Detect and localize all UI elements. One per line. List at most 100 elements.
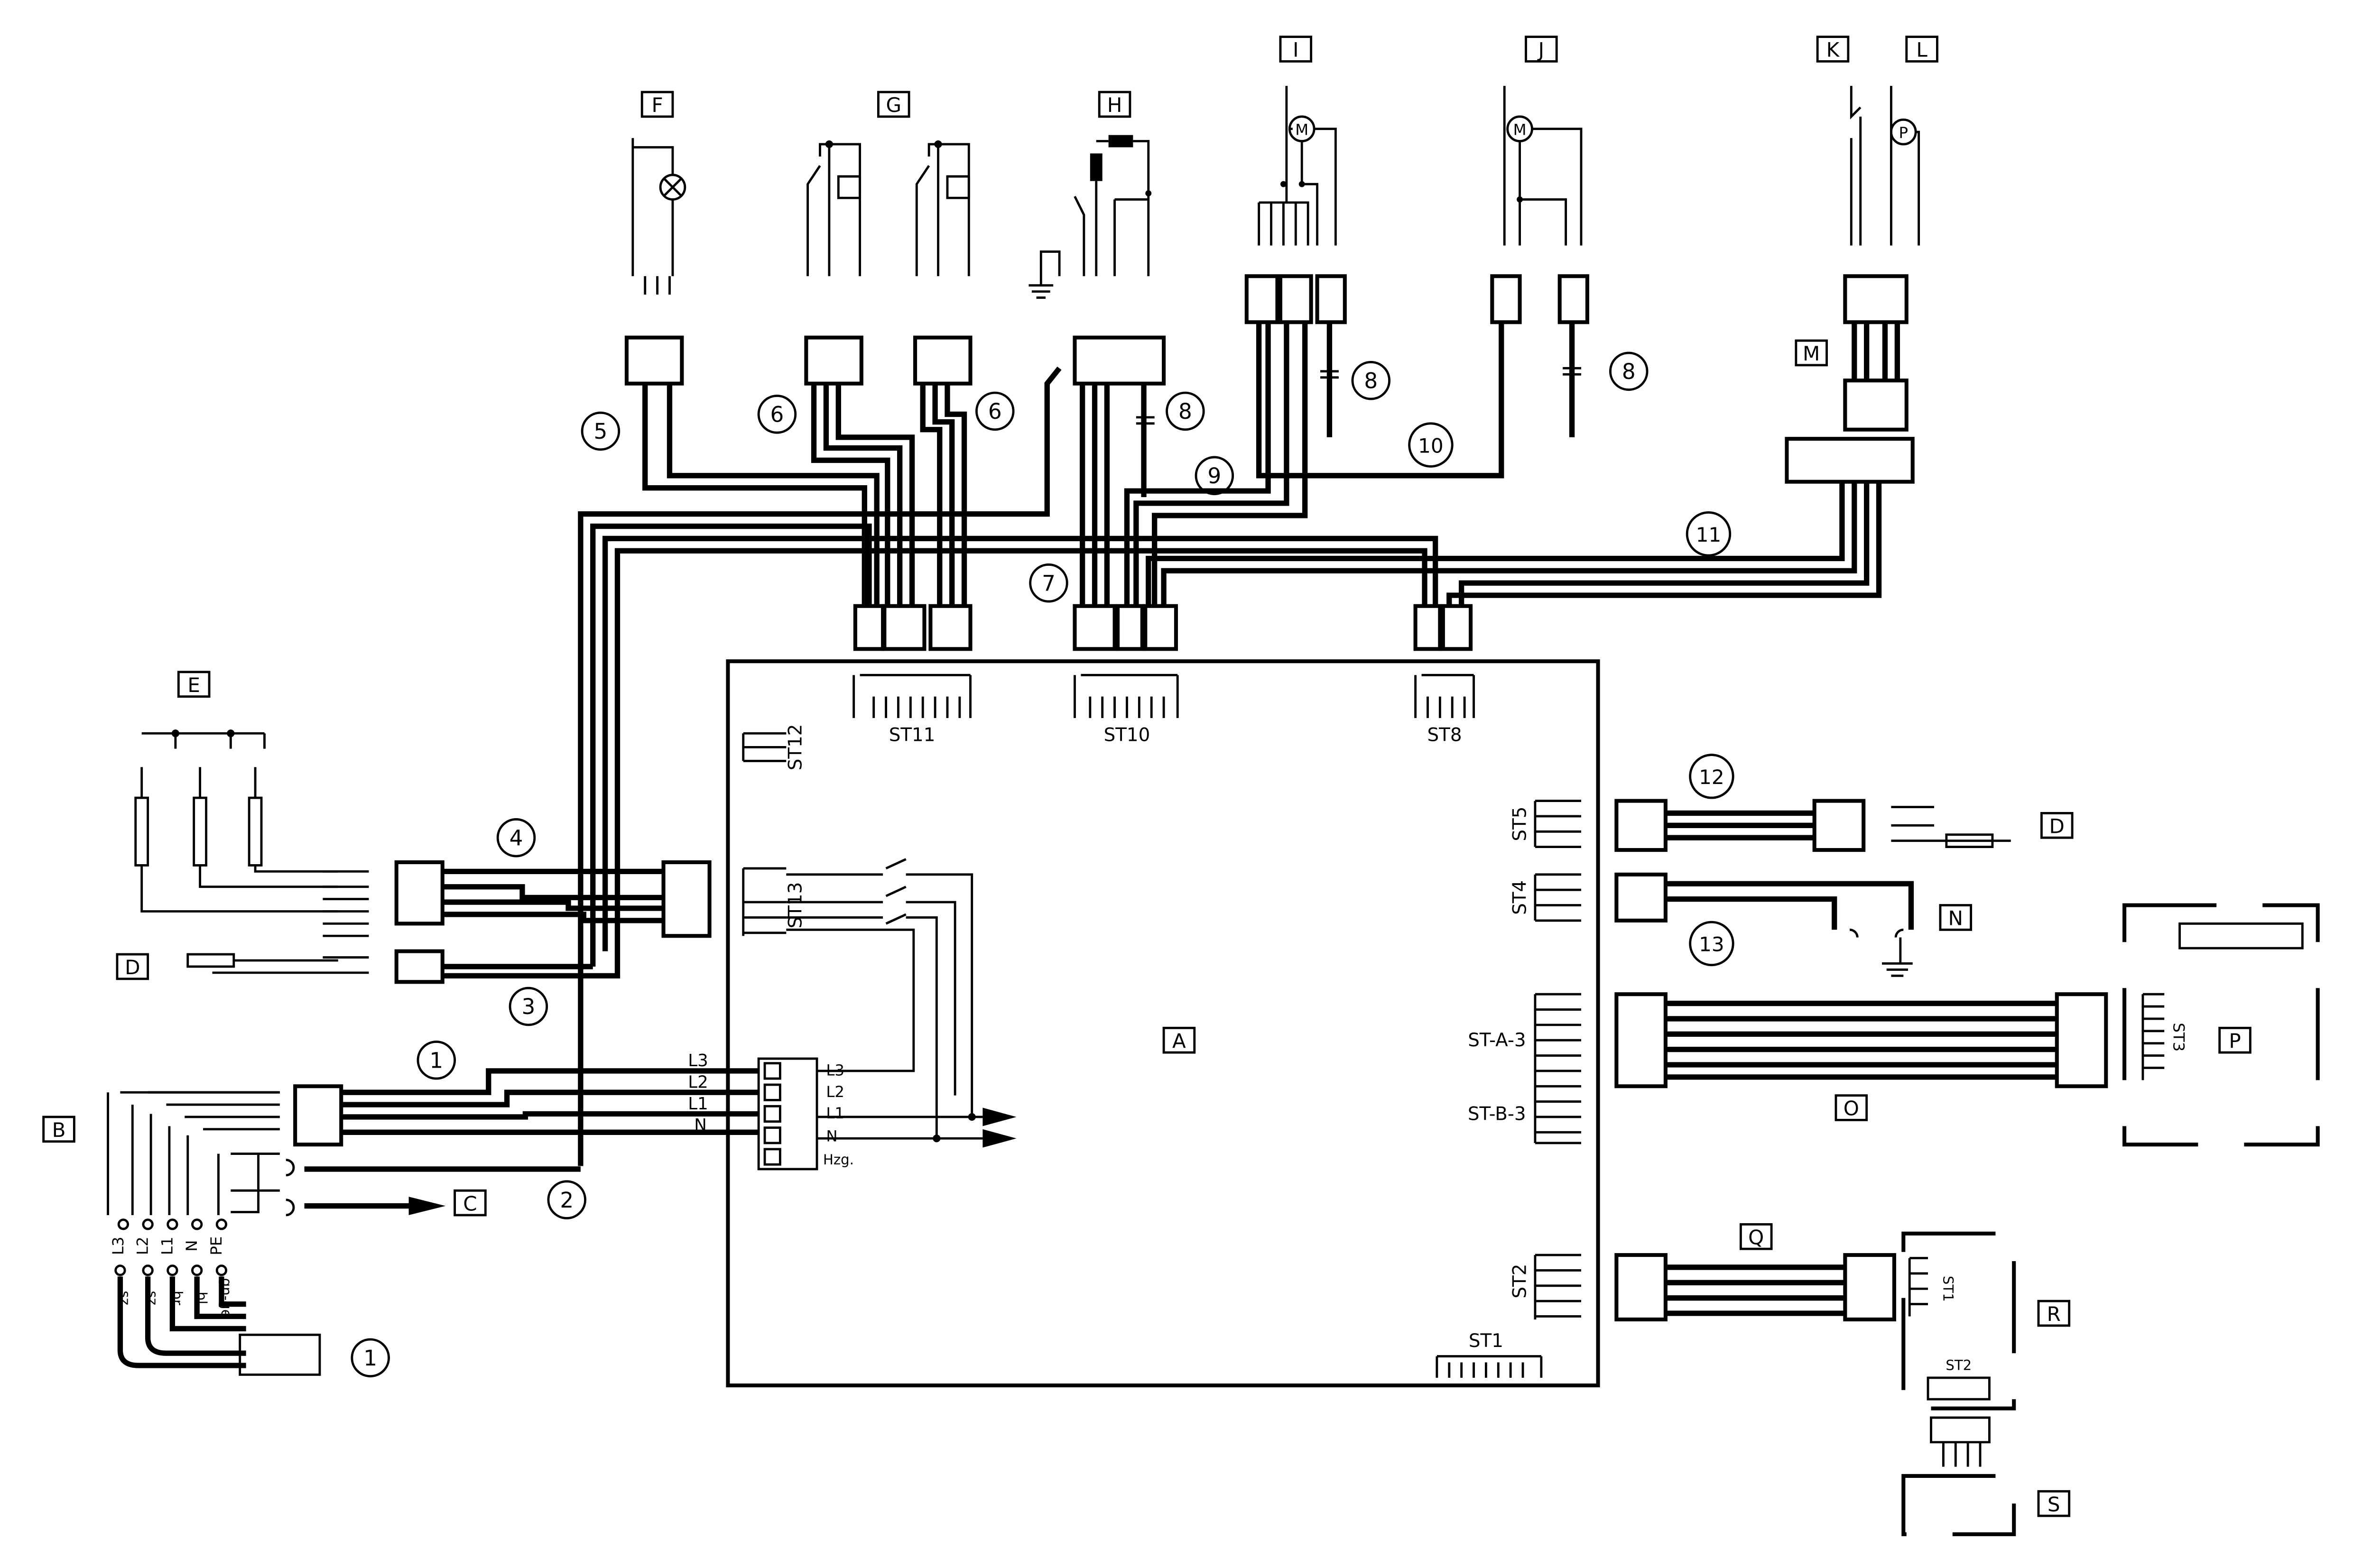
tag-o: O: [1844, 1097, 1859, 1120]
tag-f: F: [652, 93, 663, 117]
wire-color-5: gn-ge: [218, 1278, 234, 1318]
component-n-earth: N: [1849, 904, 1973, 977]
tag-h: H: [1107, 93, 1122, 117]
wire-color-3: br: [169, 1291, 185, 1305]
label-st11: ST11: [889, 724, 936, 746]
component-m-plug: M: [1795, 339, 1828, 367]
tag-e: E: [187, 673, 200, 697]
wire-color-4: bl: [194, 1291, 210, 1304]
plugs-top: [853, 604, 1473, 651]
tag-a: A: [1172, 1029, 1186, 1052]
wire-l1: L1: [688, 1094, 708, 1114]
temperature-sensor-icon: [1945, 833, 1994, 849]
terminal-b-pe: PE: [207, 1236, 225, 1255]
tag-k: K: [1826, 38, 1840, 62]
wire-l3: L3: [688, 1051, 708, 1070]
tag-g: G: [886, 93, 901, 117]
connector-st13: ST13: [742, 858, 973, 1139]
earth-icon: [1849, 928, 1913, 977]
connector-st11: ST11: [852, 673, 972, 746]
component-r-module: ST1 ST2 R: [1901, 1231, 2071, 1411]
harness-1b: 1: [363, 1346, 377, 1371]
connector-st2: ST2: [1510, 1254, 1581, 1319]
wire-color-2: sz: [145, 1291, 161, 1305]
cable-o: O: [1835, 1094, 1868, 1121]
svg-text:M: M: [1513, 121, 1527, 139]
harness-8c: 8: [1622, 359, 1636, 384]
lamp-icon: [659, 174, 686, 201]
component-s: S: [1901, 1416, 2071, 1536]
connector-st12: ST12: [742, 724, 806, 771]
tag-n: N: [1948, 907, 1963, 930]
component-i-motor: I M: [1258, 36, 1337, 246]
harness-13: 13: [1699, 933, 1724, 956]
tag-p: P: [2229, 1029, 2241, 1052]
tag-s: S: [2048, 1493, 2060, 1516]
terminal-n: N: [826, 1127, 837, 1145]
terminal-l1: L1: [826, 1104, 844, 1122]
harness-6a: 6: [770, 402, 784, 427]
earth-icon: [1028, 250, 1061, 299]
harness-6b: 6: [988, 399, 1002, 424]
connector-st-a-3: ST-A-3 ST-B-3: [1468, 993, 1581, 1144]
harness-9: 9: [1207, 463, 1221, 489]
harness-8a: 8: [1178, 399, 1192, 424]
output-c: C: [304, 1189, 487, 1217]
component-p-display: ST3 P: [2122, 903, 2320, 1147]
label-st8: ST8: [1427, 724, 1462, 746]
harness-8b: 8: [1364, 368, 1378, 393]
tag-r: R: [2047, 1302, 2061, 1326]
tag-c: C: [463, 1192, 477, 1215]
component-l-pump: L P: [1890, 36, 1938, 246]
harness-10: 10: [1418, 434, 1444, 457]
control-board-a: A ST11 ST10 ST8 ST12 ST13: [726, 659, 1600, 1388]
label-st3: ST3: [2170, 1023, 2188, 1051]
connector-st5: ST5: [1510, 800, 1581, 849]
connector-st10: ST10: [1074, 673, 1179, 746]
terminal-hzg: Hzg.: [823, 1152, 854, 1168]
label-st2: ST2: [1510, 1264, 1531, 1299]
connector-st8: ST8: [1414, 673, 1475, 746]
wire-l2: L2: [688, 1072, 708, 1092]
wire-color-1: sz: [117, 1291, 133, 1305]
mains-wire-labels: L3 L2 L1 N: [688, 1051, 708, 1135]
component-k-switch: K: [1816, 36, 1862, 246]
connector-st4: ST4: [1510, 873, 1581, 922]
cable-q: Q: [1739, 1223, 1773, 1250]
component-b-mains-terminal: B L3 L2 L1 N PE: [42, 1091, 295, 1255]
label-st10: ST10: [1104, 724, 1150, 746]
terminal-l2: L2: [826, 1083, 844, 1101]
tag-l: L: [1916, 38, 1927, 62]
terminal-b-l2: L2: [134, 1236, 152, 1255]
harness-2: 2: [560, 1188, 574, 1213]
label-st12: ST12: [785, 724, 806, 771]
component-e-heaters: E: [134, 671, 369, 937]
component-g-relays: G: [806, 91, 970, 277]
harness-3: 3: [521, 994, 535, 1019]
label-st1: ST1: [1469, 1330, 1503, 1352]
terminal-b-l1: L1: [158, 1236, 176, 1255]
svg-text:M: M: [1295, 121, 1308, 139]
component-d-sensor-left: D: [116, 953, 369, 980]
label-st-a-3: ST-A-3: [1468, 1030, 1526, 1051]
component-j-motor: J M: [1503, 36, 1583, 246]
cable-harnesses: [304, 322, 2057, 1316]
harness-numbers: 1 1 2 3 4 5 6 6 7 8 8 8 9 10 11 12 13: [351, 351, 1734, 1378]
component-h-valve: H: [1028, 91, 1152, 299]
terminal-b-l3: L3: [109, 1236, 127, 1255]
component-f-lamp: F: [631, 91, 686, 295]
plug-boxes: [293, 274, 2108, 1322]
harness-12: 12: [1699, 766, 1724, 789]
tag-d-left: D: [125, 956, 140, 979]
label-st13: ST13: [785, 882, 806, 929]
tag-q: Q: [1748, 1226, 1764, 1249]
tag-d-top: D: [2049, 815, 2065, 838]
component-d-sensor-right: D: [1891, 806, 2074, 849]
temperature-sensor-icon: [186, 953, 235, 968]
tag-j: J: [1537, 38, 1544, 62]
tag-i: I: [1293, 38, 1298, 62]
harness-11: 11: [1696, 523, 1722, 546]
harness-7: 7: [1042, 571, 1056, 596]
mains-cable-1: sz sz br bl gn-ge: [114, 1264, 321, 1376]
